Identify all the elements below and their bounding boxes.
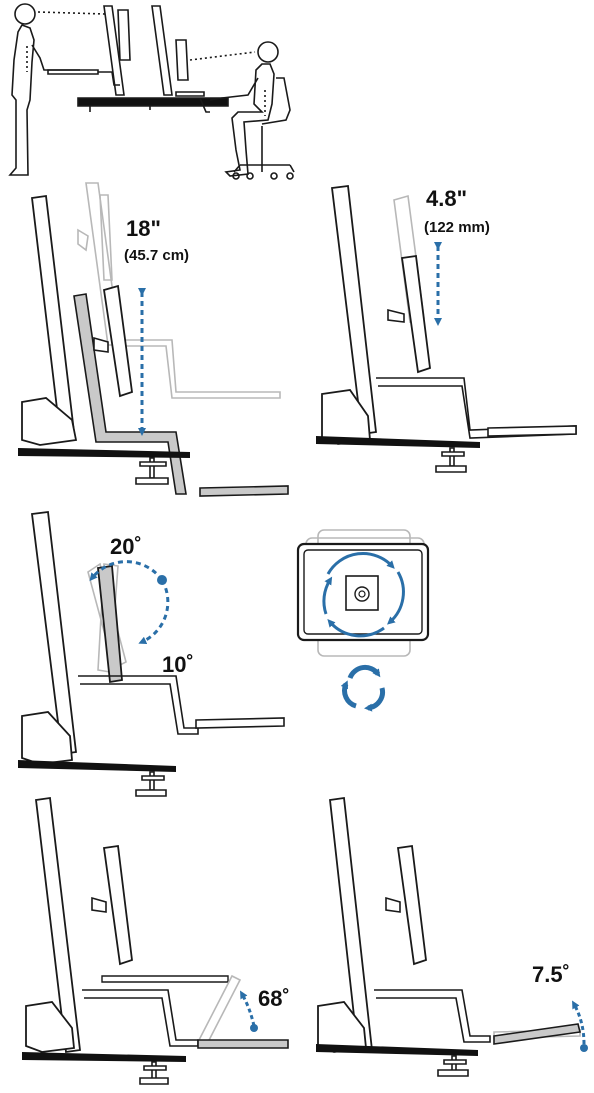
tower-column — [30, 510, 77, 756]
monitor — [97, 564, 123, 684]
tilt-up-value: 20˚ — [110, 534, 142, 559]
monitor — [396, 844, 427, 966]
rotate-arrow-right — [387, 571, 405, 625]
tower-column — [31, 194, 75, 436]
rotate-arrow-bottom — [327, 618, 385, 638]
desk-surface — [22, 1052, 186, 1062]
desk-surface — [18, 448, 190, 458]
tilt-down-value: 10˚ — [162, 652, 194, 677]
panel-keyboard-tilt-up — [22, 796, 289, 1085]
monitor — [102, 284, 133, 398]
keyboard-tray — [199, 485, 289, 497]
desk-surface — [18, 760, 176, 772]
base-foot — [21, 397, 78, 446]
panel-height-range — [18, 182, 289, 497]
keyboard-tray — [493, 1023, 581, 1045]
monitor-height-value: 4.8" — [426, 186, 468, 211]
rotate-arrow-top — [326, 552, 395, 575]
keyboard-tilt-arrow — [240, 990, 256, 1027]
height-range-metric: (45.7 cm) — [124, 247, 190, 264]
lowered-arm-shaded — [73, 293, 187, 495]
desk-clamp — [135, 771, 167, 797]
keyboard-tilt-down-value: 7.5˚ — [532, 962, 570, 987]
height-range-value: 18" — [126, 216, 161, 241]
mount-knob — [354, 586, 370, 602]
keyboard-tray — [487, 425, 577, 437]
tilt-arc-up — [89, 560, 164, 582]
tower-column — [330, 184, 377, 436]
keyboard-tray — [195, 717, 285, 729]
support-arm — [82, 989, 199, 1047]
panel-monitor-tilt — [18, 510, 285, 797]
desk-clamp — [437, 1055, 469, 1077]
sitting-figure — [209, 41, 295, 180]
desk-clamp — [135, 457, 169, 485]
tilt-pivot-dot — [157, 575, 167, 585]
monitor-mount — [93, 336, 109, 353]
tower-column — [35, 796, 81, 1054]
monitor — [400, 254, 431, 374]
monitor — [102, 844, 133, 966]
ghost-keyboard-flat — [101, 975, 229, 983]
posture-illustration — [8, 3, 295, 180]
support-arm — [374, 989, 491, 1043]
keyboard-tilt-up-value: 68˚ — [258, 986, 290, 1011]
desk-surface — [316, 436, 480, 448]
base-foot — [25, 1001, 75, 1053]
standing-figure — [8, 3, 106, 176]
base-foot — [21, 711, 73, 765]
desk-surface — [316, 1044, 478, 1056]
desk-clamp — [139, 1061, 169, 1085]
monitor-mount — [387, 308, 405, 323]
tilt-arc-down — [138, 579, 170, 644]
rotate-arrows-icon — [340, 664, 385, 712]
rotate-arrow-left — [322, 576, 333, 615]
sitting-workstation — [151, 5, 256, 113]
panel-monitor-height — [316, 184, 577, 473]
panel-rotate — [296, 529, 430, 712]
keyboard-tray — [197, 1039, 289, 1049]
monitor-mount — [385, 896, 401, 913]
ghost-keyboard-tilted — [196, 974, 242, 1048]
standing-workstation — [47, 5, 229, 112]
monitor-mount — [91, 896, 107, 913]
keyboard-tilt-arrow — [572, 1000, 586, 1045]
support-arm — [78, 675, 199, 735]
screen-inner — [303, 549, 423, 635]
panel-keyboard-tilt-down — [316, 796, 588, 1077]
mount-plate — [345, 575, 379, 611]
desk-clamp — [435, 447, 467, 473]
monitor-height-metric: (122 mm) — [424, 219, 490, 236]
